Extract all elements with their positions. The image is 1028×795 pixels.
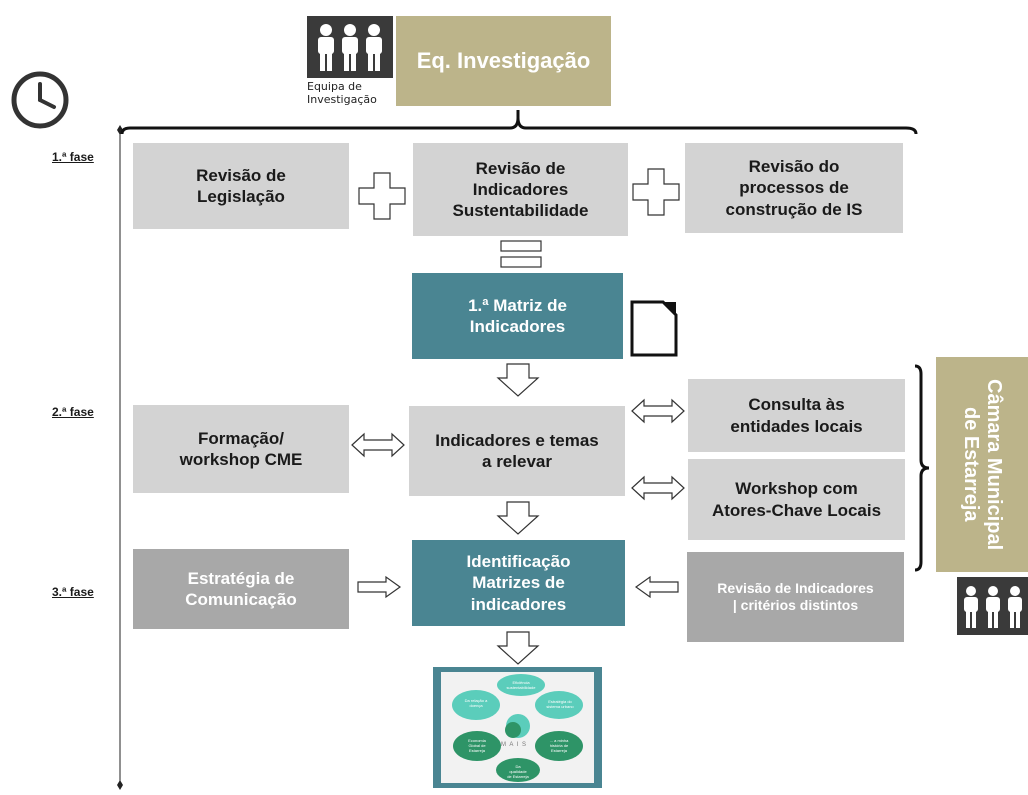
document-icon bbox=[630, 300, 678, 357]
mais-petals-graphic bbox=[452, 674, 583, 782]
petal-3: Estratégia do sistema urbano bbox=[546, 699, 574, 709]
mais-brand: M A I S bbox=[501, 742, 528, 748]
petal-4: Economia Global de Estarreja bbox=[468, 738, 486, 753]
double-arrow-right-bottom bbox=[631, 475, 685, 501]
box-matriz-indicadores: 1.ª Matriz de Indicadores bbox=[412, 273, 623, 359]
double-arrow-left bbox=[351, 432, 405, 458]
team-people-icon bbox=[307, 16, 393, 78]
double-arrow-right-top bbox=[631, 398, 685, 424]
team-caption: Equipa de Investigação bbox=[307, 80, 377, 107]
left-arrow-revisao bbox=[634, 575, 679, 599]
phase-3-label: 3.ª fase bbox=[52, 585, 94, 599]
camara-municipal-text: Câmara Municipal de Estarreja bbox=[960, 378, 1005, 551]
box-estrategia-comunicacao: Estratégia de Comunicação bbox=[133, 549, 349, 629]
team-title: Eq. Investigação bbox=[396, 16, 611, 106]
petal-6: Da qualidade de Estarreja bbox=[507, 764, 529, 779]
phase-1-label: 1.ª fase bbox=[52, 150, 94, 164]
timeline-line bbox=[117, 125, 123, 790]
phase-2-label: 2.ª fase bbox=[52, 405, 94, 419]
box-indicadores-temas: Indicadores e temas a relevar bbox=[409, 406, 625, 496]
mais-thumbnail: M A I S Eficiência sustentabilidade Da r… bbox=[433, 667, 602, 788]
down-arrow-1 bbox=[496, 363, 540, 397]
petal-5: ... a minha história de Estarreja bbox=[549, 738, 569, 753]
down-arrow-2 bbox=[496, 501, 540, 535]
mais-thumbnail-canvas: M A I S Eficiência sustentabilidade Da r… bbox=[441, 672, 594, 783]
box-workshop-atores: Workshop com Atores-Chave Locais bbox=[688, 459, 905, 540]
petal-2: Da relação a doença bbox=[464, 698, 488, 708]
petal-1: Eficiência sustentabilidade bbox=[506, 680, 536, 690]
plus-icon-left bbox=[358, 172, 406, 220]
clock-icon bbox=[11, 71, 69, 129]
box-revisao-criterios: Revisão de Indicadores | critérios disti… bbox=[687, 552, 904, 642]
box-formacao-workshop: Formação/ workshop CME bbox=[133, 405, 349, 493]
right-arrow-estrategia bbox=[357, 575, 402, 599]
box-revisao-legislacao: Revisão de Legislação bbox=[133, 143, 349, 229]
plus-icon-right bbox=[632, 168, 680, 216]
top-brace bbox=[120, 110, 918, 135]
equals-icon bbox=[500, 240, 542, 268]
down-arrow-3 bbox=[496, 631, 540, 665]
team-people-icon-side bbox=[957, 577, 1028, 635]
box-revisao-indicadores-sustentabilidade: Revisão de Indicadores Sustentabilidade bbox=[413, 143, 628, 236]
box-identificacao-matrizes: Identificação Matrizes de indicadores bbox=[412, 540, 625, 626]
camara-municipal-label: Câmara Municipal de Estarreja bbox=[936, 357, 1028, 572]
box-consulta-entidades: Consulta às entidades locais bbox=[688, 379, 905, 452]
box-revisao-processos: Revisão do processos de construção de IS bbox=[685, 143, 903, 233]
right-brace bbox=[914, 364, 930, 572]
